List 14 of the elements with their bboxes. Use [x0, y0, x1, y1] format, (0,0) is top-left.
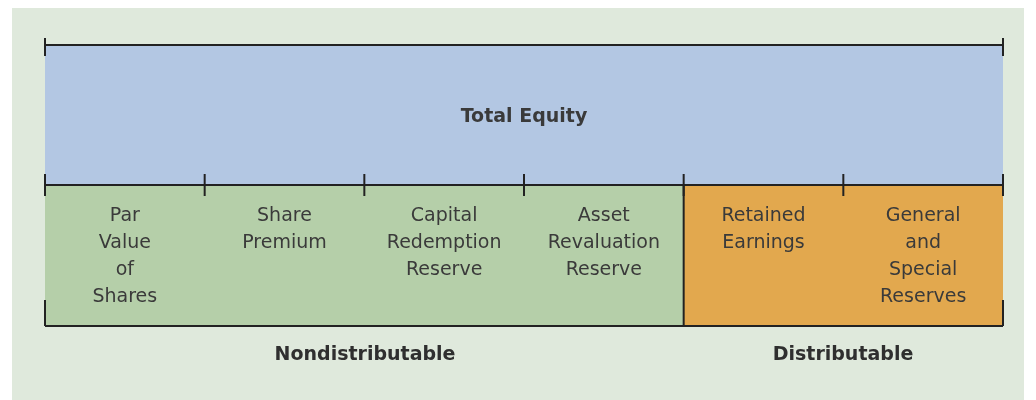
group-label: Distributable: [772, 342, 914, 364]
cell-label: Share Premium: [241, 202, 328, 254]
group-label: Nondistributable: [274, 342, 456, 364]
category-cell: [45, 185, 205, 326]
category-cell: [524, 185, 684, 326]
total-band: [45, 45, 1003, 185]
cell-label: Par Value of Shares: [91, 202, 159, 308]
cell-label: General and Special Reserves: [879, 202, 968, 308]
cell-label: Capital Redemption Reserve: [385, 202, 503, 281]
category-cell: [843, 185, 1003, 326]
category-cell: [683, 185, 844, 326]
band-title: Total Equity: [459, 102, 589, 128]
cell-label: Retained Earnings: [720, 202, 807, 254]
cell-label: Asset Revaluation Reserve: [546, 202, 661, 281]
